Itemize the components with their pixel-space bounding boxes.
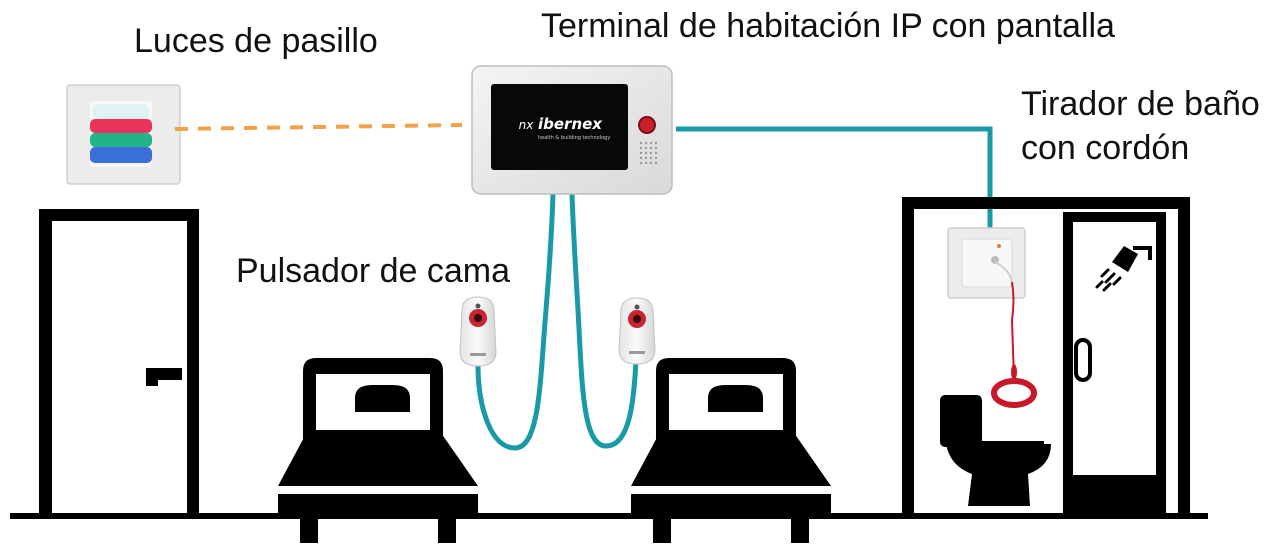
bed-call-button-1: [459, 296, 497, 367]
label-bath-pull-cord: Tirador de baño con cordón: [1021, 85, 1260, 168]
floor-line: [10, 513, 1208, 519]
bathroom: [902, 197, 1190, 513]
bed-icon-2: [631, 358, 831, 543]
shower-door-handle: [1074, 338, 1092, 382]
ibernex-logo: ibernex: [538, 115, 603, 133]
terminal-call-button: [638, 116, 656, 134]
light-band-blue: [90, 147, 152, 163]
wireless-link: [174, 123, 463, 131]
ibernex-tagline: health & building technology: [538, 135, 610, 141]
room-terminal: nx ibernex health & building technology: [471, 65, 673, 195]
pull-cord: [1010, 281, 1015, 381]
door-icon: [39, 209, 199, 513]
pull-handle-ring: [991, 378, 1037, 408]
bed-call-button-2: [618, 297, 656, 365]
label-room-terminal: Terminal de habitación IP con pantalla: [541, 7, 1115, 45]
cable-terminal-to-bath: [676, 126, 993, 228]
bed-icon: [278, 358, 478, 543]
light-band-green: [90, 133, 152, 147]
bath-pull-cord-unit: [947, 227, 1037, 408]
cable-bed-left: [475, 193, 556, 451]
label-bed-call-button: Pulsador de cama: [236, 252, 511, 290]
terminal-screen: [491, 84, 628, 170]
light-band-white: [93, 104, 149, 119]
corridor-light: [66, 84, 181, 185]
cable-bed-right: [569, 193, 639, 449]
shower-icon: [1095, 246, 1152, 292]
light-band-red: [90, 119, 152, 133]
ibernex-logo-mark: nx: [519, 118, 535, 132]
speaker-grille: [639, 141, 658, 165]
toilet-icon: [940, 395, 1051, 506]
label-corridor-lights: Luces de pasillo: [134, 22, 378, 60]
